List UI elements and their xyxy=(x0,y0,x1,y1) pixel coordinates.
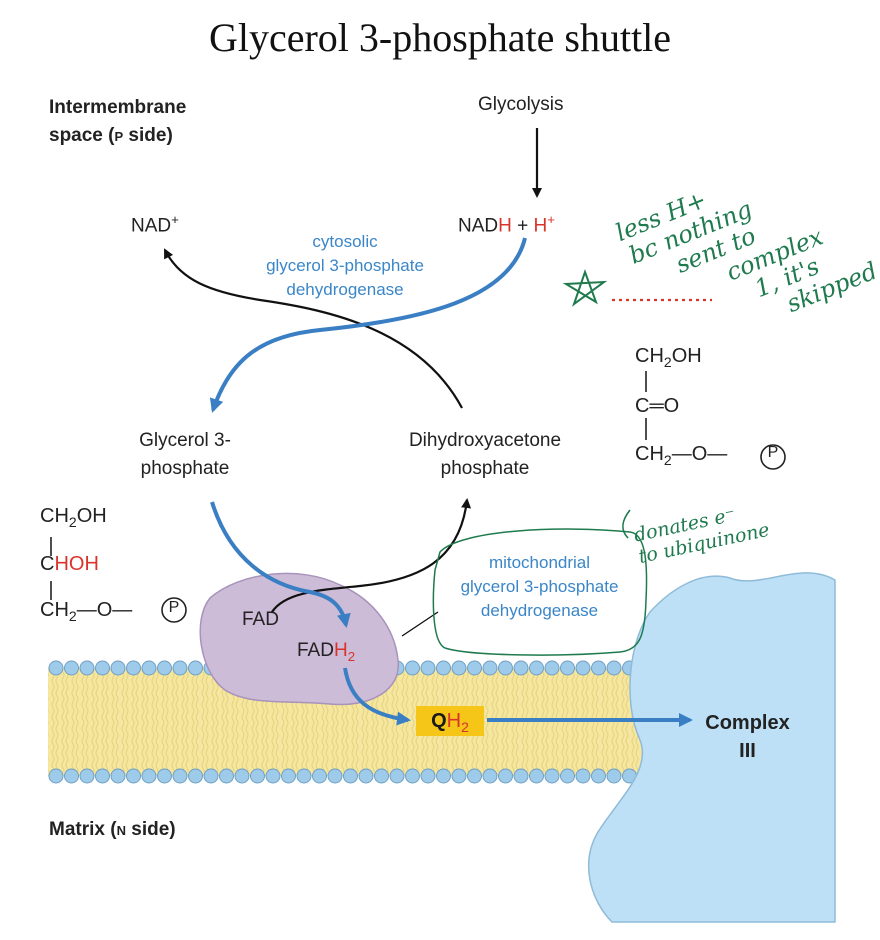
lipid-head xyxy=(110,768,126,784)
lipid-head xyxy=(141,660,157,676)
complex-iii-shape xyxy=(587,572,836,923)
lipid-head xyxy=(64,768,79,784)
lipid-head xyxy=(405,660,420,676)
lipid-head xyxy=(250,768,265,784)
lipid-head xyxy=(405,768,420,784)
lipid-head xyxy=(110,660,126,676)
lipid-head xyxy=(467,768,482,784)
g3p-phosphate-circle xyxy=(161,597,187,623)
fad-label: FAD xyxy=(242,609,279,630)
cytosolic-enzyme-label: cytosolic glycerol 3-phosphate dehydroge… xyxy=(266,232,424,299)
lipid-head xyxy=(529,660,544,676)
lipid-head xyxy=(172,768,188,784)
lipid-head xyxy=(157,660,172,676)
lipid-head xyxy=(358,768,374,784)
fad-reduction-arrow xyxy=(210,501,351,628)
electron-to-q-arrow xyxy=(343,667,411,726)
lipid-head xyxy=(482,768,498,784)
nadh-label: NADH + H+ xyxy=(458,212,556,237)
lipid-head xyxy=(467,660,482,676)
lipid-head xyxy=(265,768,281,784)
lipid-head xyxy=(64,660,79,676)
cytosolic-reduction-arrow xyxy=(209,237,527,413)
page-title: Glycerol 3-phosphate shuttle xyxy=(208,15,672,60)
lipid-head xyxy=(575,660,591,676)
lipid-head xyxy=(451,660,467,676)
lipid-head xyxy=(95,768,110,784)
lipid-head xyxy=(420,660,436,676)
lipid-head xyxy=(436,660,451,676)
lipid-head xyxy=(389,768,405,784)
lipid-head xyxy=(498,660,513,676)
lipid-head xyxy=(157,768,172,784)
handwritten-bracket xyxy=(622,509,631,539)
dhap-phosphate-circle xyxy=(760,444,786,470)
lipid-head xyxy=(79,768,95,784)
lipid-head xyxy=(420,768,436,784)
enzyme-pointer xyxy=(401,611,439,637)
glycolysis-label: Glycolysis xyxy=(478,94,564,115)
lipid-head xyxy=(327,768,343,784)
lipid-head xyxy=(48,768,64,784)
nad-plus-label: NAD+ xyxy=(131,212,179,237)
dhap-phosphate: P xyxy=(767,444,779,461)
dhap-label: Dihydroxyacetone phosphate xyxy=(408,430,562,479)
lipid-head xyxy=(312,768,327,784)
lipid-head xyxy=(544,768,560,784)
lipid-head xyxy=(172,660,188,676)
lipid-head xyxy=(79,660,95,676)
lipid-head xyxy=(560,768,575,784)
complex-iii-label: Complex III xyxy=(705,712,790,762)
lipid-head xyxy=(126,660,141,676)
lipid-head xyxy=(141,768,157,784)
lipid-head xyxy=(529,768,544,784)
lipid-head xyxy=(544,660,560,676)
fadh2-label: FADH2 xyxy=(297,640,356,664)
lipid-head xyxy=(188,660,203,676)
nad-return-arrow xyxy=(164,248,463,409)
lipid-head xyxy=(296,768,312,784)
lipid-head xyxy=(374,768,389,784)
lipid-head xyxy=(575,768,591,784)
lipid-head xyxy=(234,768,250,784)
g3p-phosphate: P xyxy=(168,599,180,616)
lipid-head xyxy=(498,768,513,784)
mito-enzyme-label: mitochondrial glycerol 3-phosphate dehyd… xyxy=(460,553,619,620)
qh2-box: QH2 xyxy=(416,706,484,736)
lipid-head xyxy=(219,768,234,784)
lipid-head xyxy=(203,768,219,784)
dhap-formation-arrow xyxy=(271,498,472,613)
lipid-head xyxy=(482,660,498,676)
lipid-head xyxy=(591,768,606,784)
lipid-head xyxy=(95,660,110,676)
lipid-head xyxy=(281,768,296,784)
lipid-head xyxy=(126,768,141,784)
lipid-head xyxy=(188,768,203,784)
protein-shape xyxy=(199,572,399,706)
lipid-head xyxy=(513,768,529,784)
lipid-head xyxy=(48,660,64,676)
lipid-head xyxy=(513,660,529,676)
structure-bonds xyxy=(50,371,647,600)
enzyme-outline xyxy=(432,528,648,656)
lipid-head xyxy=(606,768,622,784)
lipid-head xyxy=(591,660,606,676)
star-icon xyxy=(562,269,608,307)
intermembrane-label: Intermembrane space (P side) xyxy=(49,97,187,146)
lipid-head xyxy=(451,768,467,784)
lipid-head xyxy=(343,768,358,784)
lipid-head xyxy=(606,660,622,676)
lipid-heads-bottom xyxy=(48,768,684,784)
lipid-head xyxy=(436,768,451,784)
lipid-head xyxy=(560,660,575,676)
glycerol-3-phosphate-label: Glycerol 3- phosphate xyxy=(139,430,231,479)
matrix-label: Matrix (N side) xyxy=(49,819,176,840)
